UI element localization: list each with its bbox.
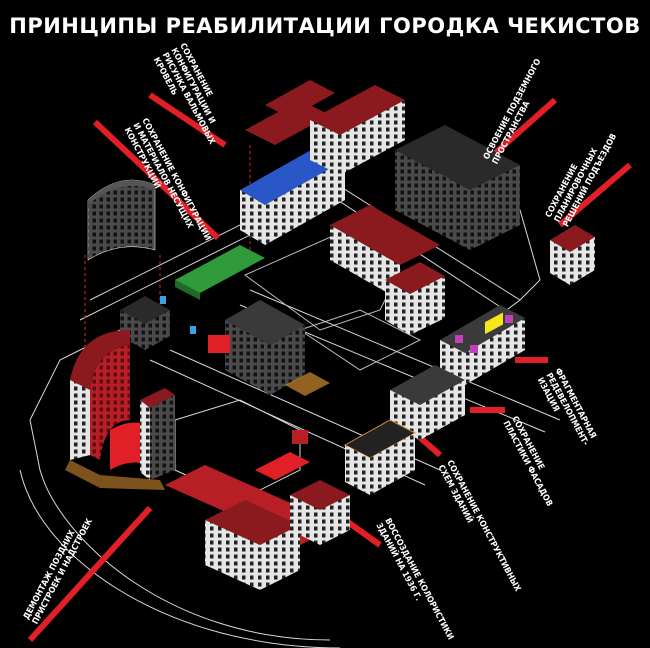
tower-isolated — [87, 179, 156, 261]
label-colorscheme: ВОССОЗДАНИЕ КОЛОРИСТИКИ ЗДАНИЙ НА 1936 Г… — [374, 517, 456, 642]
building-right-entrances — [550, 225, 595, 252]
label-underground-line-1: ОСВОЕНИЕ ПОДЗЕМНОГО — [482, 57, 544, 162]
annotation-leaders — [27, 92, 632, 643]
leader-structures — [92, 119, 221, 241]
label-colorscheme-line-1: ВОССОЗДАНИЕ КОЛОРИСТИКИ — [382, 517, 455, 642]
highlight-yellow — [485, 312, 503, 335]
label-facades: СОХРАНЕНИЕ ПЛАСТИКИ ФАСАДОВ — [501, 415, 555, 509]
building-roof-top-a — [245, 100, 330, 145]
label-schemes: СОХРАНЕНИЕ КОНСТРУКТИВНЫХ СХЕМ ЗДАНИЙ — [436, 459, 523, 594]
building-center-dark — [225, 300, 305, 345]
leader-roofs — [148, 92, 227, 148]
label-schemes-line-1: СОХРАНЕНИЕ КОНСТРУКТИВНЫХ — [444, 459, 522, 594]
building-facades — [390, 365, 465, 405]
building-roof-top-b — [265, 80, 335, 118]
label-roofs: СОХРАНЕНИЕ КОНФИГУРАЦИИ И РИСУНКА ВАЛЬМО… — [151, 42, 217, 147]
leader-demolition — [27, 505, 153, 643]
building-bottom-red-complex — [165, 452, 350, 590]
buildings — [65, 80, 595, 590]
label-redevelopment: ФРАГМЕНТАРНАЯ РЕДЕВЕЛОПМЕНТ- ИЗАЦИЯ — [535, 367, 598, 448]
label-demolition-line-1: ДЕМОНТАЖ ПОЗДНИХ — [22, 529, 78, 622]
label-demolition-line-2: ПРИСТРОЕК И НАДСТРОЕК — [31, 517, 96, 627]
building-curved-main — [65, 330, 175, 490]
building-green-structure — [175, 245, 265, 293]
building-center-l — [330, 205, 440, 265]
building-top-center — [310, 85, 405, 135]
leader-entrances — [558, 162, 632, 228]
page-title: ПРИНЦИПЫ РЕАБИЛИТАЦИИ ГОРОДКА ЧЕКИСТОВ — [9, 14, 641, 38]
leader-colorscheme — [343, 517, 382, 548]
label-entrances: СОХРАНЕНИЕ ПЛАНИРОВОЧНЫХ РЕШЕНИЙ ПОДЪЕЗД… — [544, 131, 619, 229]
building-dark-top-right — [395, 125, 520, 190]
